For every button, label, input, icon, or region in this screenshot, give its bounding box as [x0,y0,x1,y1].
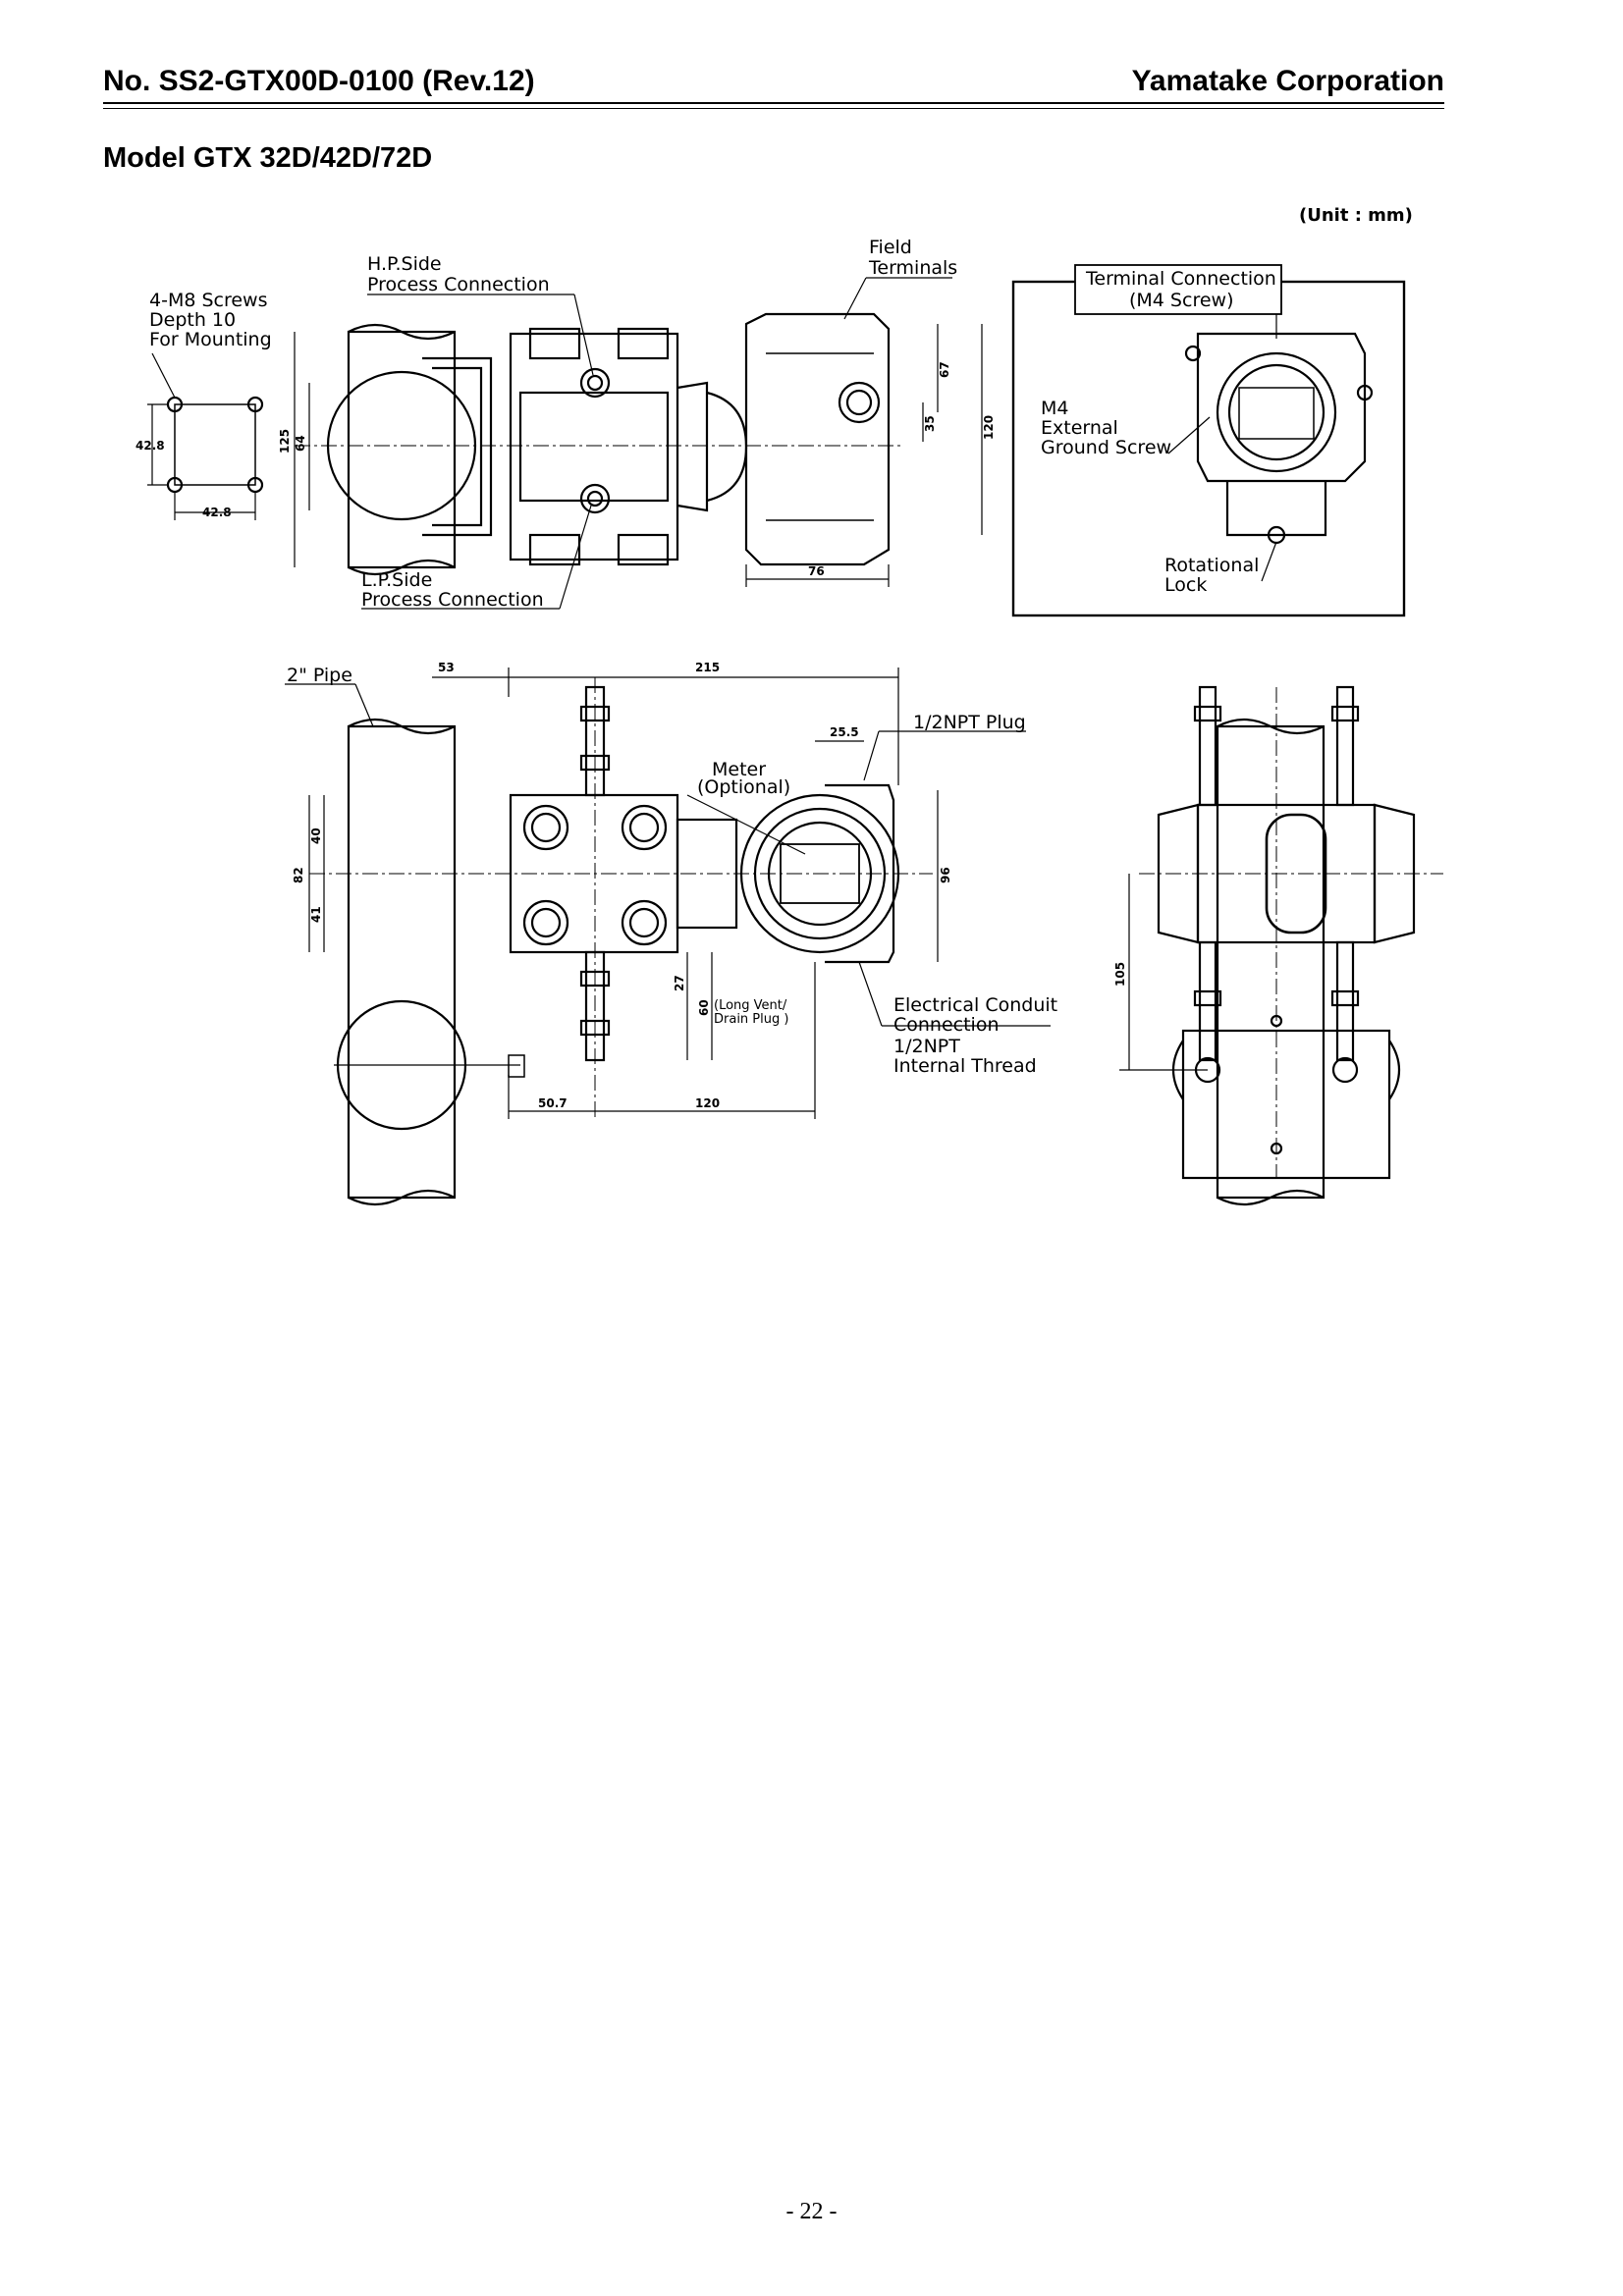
conduit-label-2: Connection [893,1014,1000,1036]
dim-64: 64 [294,435,307,452]
conduit-label-1: Electrical Conduit [893,994,1057,1016]
dim-53: 53 [438,661,455,674]
dim-27: 27 [673,975,686,991]
dim-120-bottom: 120 [695,1096,720,1110]
meter-label-1: Meter [712,759,766,780]
dim-215: 215 [695,661,720,674]
unit-note: (Unit : mm) [1299,205,1413,226]
field-terminals-label-2: Terminals [868,257,957,279]
dim-76: 76 [808,564,825,578]
lp-side-label-2: Process Connection [361,589,544,611]
company-name: Yamatake Corporation [1131,65,1444,97]
dim-50-7: 50.7 [538,1096,568,1110]
conduit-label-4: Internal Thread [893,1055,1037,1077]
rotational-lock-label-2: Lock [1164,574,1207,596]
dim-125: 125 [278,429,292,454]
rear-view [1119,685,1443,1206]
dim-67: 67 [938,361,951,378]
dim-41: 41 [309,906,323,923]
terminal-connection-label-1: Terminal Connection [1085,268,1276,290]
mounting-screws-label-2: Depth 10 [149,309,236,331]
dim-25-5: 25.5 [830,725,859,739]
vent-label-1: (Long Vent/ [714,998,787,1013]
field-terminals-label-1: Field [869,237,912,258]
dim-96: 96 [939,867,952,883]
lp-side-label-1: L.P.Side [361,569,432,591]
mounting-screws-label-3: For Mounting [149,329,272,350]
dim-40: 40 [309,828,323,844]
terminal-detail [1011,264,1406,617]
dim-105: 105 [1113,962,1127,987]
plug-label: 1/2NPT Plug [913,712,1026,733]
ground-screw-label-1: M4 [1041,398,1068,419]
dim-42-8-vertical: 42.8 [135,439,165,453]
dim-60: 60 [697,999,711,1016]
front-view [285,667,1051,1206]
page-number: - 22 - [785,2199,838,2224]
conduit-label-3: 1/2NPT [893,1036,960,1057]
ground-screw-label-2: External [1041,417,1118,439]
dim-35: 35 [923,415,937,432]
mounting-screws-label-1: 4-M8 Screws [149,290,268,311]
document-number: No. SS2-GTX00D-0100 (Rev.12) [103,65,535,97]
mounting-hole-pattern [147,352,264,520]
dim-120-top: 120 [982,415,996,440]
meter-label-2: (Optional) [697,776,790,798]
header-rule-thin [103,108,1444,109]
ground-screw-label-3: Ground Screw [1041,437,1171,458]
rotational-lock-label-1: Rotational [1164,555,1259,576]
dim-82: 82 [292,867,305,883]
pipe-label: 2" Pipe [287,665,352,686]
model-title: Model GTX 32D/42D/72D [103,142,433,174]
page-header: No. SS2-GTX00D-0100 (Rev.12) Yamatake Co… [103,61,1444,112]
terminal-connection-label-2: (M4 Screw) [1129,290,1233,311]
header-rule [103,102,1444,104]
vent-label-2: Drain Plug ) [714,1012,788,1027]
dim-42-8-horizontal: 42.8 [202,506,232,519]
side-view [294,277,983,610]
hp-side-label-1: H.P.Side [367,253,442,275]
hp-side-label-2: Process Connection [367,274,550,295]
